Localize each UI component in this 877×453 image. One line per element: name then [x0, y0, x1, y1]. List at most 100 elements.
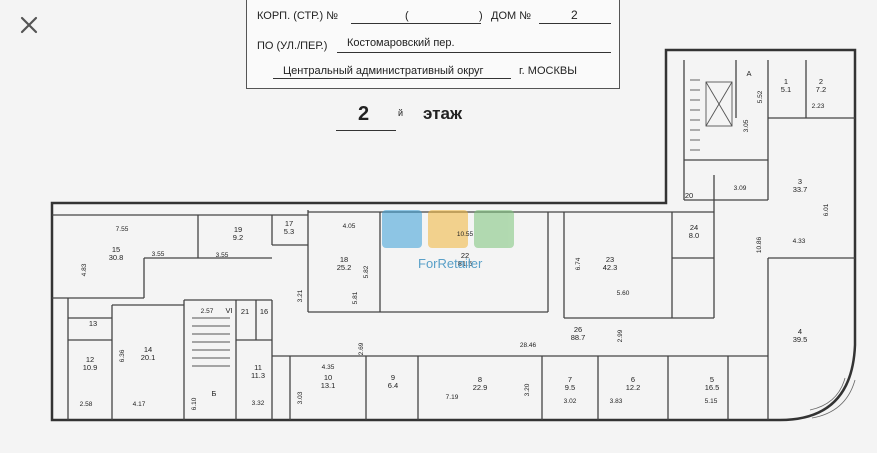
room-dim-8-1: 3.20 — [524, 383, 531, 396]
room-id-24: 24 — [690, 223, 698, 232]
room-dim-26-1: 2.69 — [358, 342, 365, 355]
room-dim-15-2: 3.55 — [152, 251, 165, 258]
room-id-14: 14 — [144, 345, 152, 354]
room-dim-5-0: 5.15 — [705, 398, 718, 405]
dom-value: 2 — [571, 8, 578, 22]
room-dim-14-1: 4.17 — [133, 401, 146, 408]
floor-word: этаж — [423, 104, 462, 123]
room-id-5: 5 — [710, 375, 714, 384]
room-area-2: 7.2 — [816, 85, 826, 94]
room-area-3: 33.7 — [793, 185, 808, 194]
room-id-10: 10 — [324, 373, 332, 382]
room-id-9: 9 — [391, 373, 395, 382]
room-dim-22-1: 5.82 — [363, 265, 370, 278]
room-id-4: 4 — [798, 327, 802, 336]
room-area-19: 9.2 — [233, 233, 243, 242]
room-dim-15-0: 7.55 — [116, 226, 129, 233]
close-icon — [20, 16, 38, 34]
room-labels: 1530.87.554.833.55199.23.55175.31825.24.… — [80, 69, 830, 410]
room-area-5: 16.5 — [705, 383, 720, 392]
outer-walls — [50, 48, 857, 422]
room-dim-18-0: 4.05 — [343, 223, 356, 230]
room-dim-12-0: 2.58 — [80, 401, 93, 408]
room-dim-23-0: 6.74 — [575, 257, 582, 270]
street-underline — [337, 52, 611, 53]
room-dim-18-2: 5.81 — [352, 291, 359, 304]
watermark-text: ForRetailer — [418, 256, 483, 271]
misc-dim-3: 10.86 — [756, 236, 763, 253]
dom-label: ДОМ № — [491, 10, 532, 22]
stairs — [192, 79, 733, 367]
room-id-8: 8 — [478, 375, 482, 384]
room-area-11: 11.3 — [251, 371, 265, 380]
room-dim-3-1: 4.33 — [793, 238, 806, 245]
room-area-6: 12.2 — [626, 383, 641, 392]
room-id-2: 2 — [819, 77, 823, 86]
room-id-16: 16 — [260, 307, 268, 316]
room-area-23: 42.3 — [603, 263, 618, 272]
room-id-Б: Б — [212, 389, 217, 398]
room-id-22: 22 — [461, 251, 469, 260]
room-dim-2-0: 2.23 — [812, 103, 825, 110]
room-area-12: 10.9 — [83, 363, 98, 372]
room-dim-7-0: 3.02 — [564, 398, 577, 405]
room-area-14: 20.1 — [141, 353, 156, 362]
room-id-12: 12 — [86, 355, 94, 364]
room-dim-23-1: 5.60 — [617, 290, 630, 297]
room-dim-14-0: 6.36 — [119, 349, 126, 362]
inner-walls — [52, 60, 855, 420]
room-id-19: 19 — [234, 225, 242, 234]
room-id-13: 13 — [89, 319, 97, 328]
misc-dim-0: 3.05 — [743, 119, 750, 132]
room-id-7: 7 — [568, 375, 572, 384]
dom-underline — [539, 23, 611, 24]
room-dim-26-0: 28.46 — [520, 342, 537, 349]
room-dim-18-1: 3.21 — [297, 289, 304, 302]
city-value: г. МОСКВЫ — [519, 65, 577, 77]
room-dim-8-0: 7.19 — [446, 394, 459, 401]
room-id-15: 15 — [112, 245, 120, 254]
watermark-logo — [382, 210, 514, 248]
misc-dim-2: 3.09 — [734, 185, 747, 192]
room-id-18: 18 — [340, 255, 348, 264]
floor-number: 2 — [358, 103, 370, 125]
floor-suffix: й — [398, 108, 404, 118]
room-id-3: 3 — [798, 177, 802, 186]
room-area-10: 13.1 — [321, 381, 336, 390]
room-area-8: 22.9 — [473, 383, 488, 392]
room-dim-15-1: 4.83 — [81, 263, 88, 276]
room-dim-26-2: 2.99 — [617, 329, 624, 342]
close-button[interactable] — [14, 10, 44, 40]
room-id-A: A — [746, 69, 751, 78]
room-area-22: 81.5 — [458, 259, 473, 268]
room-dim-Б-0: 6.10 — [191, 397, 198, 410]
room-dim-6-0: 3.83 — [610, 398, 623, 405]
header-stamp: КОРП. (СТР.) № ( ) ДОМ № 2 ПО (УЛ./ПЕР.)… — [246, 0, 620, 89]
room-area-7: 9.5 — [565, 383, 575, 392]
room-dim-11-0: 3.32 — [252, 400, 265, 407]
room-area-1: 5.1 — [781, 85, 791, 94]
room-dim-3-0: 6.01 — [823, 203, 830, 216]
room-id-11: 11 — [254, 363, 262, 372]
room-area-4: 39.5 — [793, 335, 808, 344]
room-id-23: 23 — [606, 255, 614, 264]
street-value: Костомаровский пер. — [347, 37, 455, 49]
room-dim-22-0: 10.55 — [457, 231, 474, 238]
korp-label: КОРП. (СТР.) № — [257, 10, 338, 22]
district-underline — [273, 78, 511, 79]
room-dim-19-0: 3.55 — [216, 252, 229, 259]
corner-arcs — [809, 377, 856, 419]
misc-dim-1: 5.52 — [757, 90, 764, 103]
room-dim-10-1: 3.03 — [297, 391, 304, 404]
room-area-17: 5.3 — [284, 227, 294, 236]
room-dim-10-0: 4.35 — [322, 364, 335, 371]
room-id-26: 26 — [574, 325, 582, 334]
room-id-17: 17 — [285, 219, 293, 228]
room-id-21: 21 — [241, 307, 249, 316]
street-label: ПО (УЛ./ПЕР.) — [257, 40, 328, 52]
room-area-15: 30.8 — [109, 253, 124, 262]
korp-paren-open: ( — [405, 10, 409, 22]
floor-underline — [336, 130, 396, 131]
district-value: Центральный административный округ — [283, 65, 484, 77]
